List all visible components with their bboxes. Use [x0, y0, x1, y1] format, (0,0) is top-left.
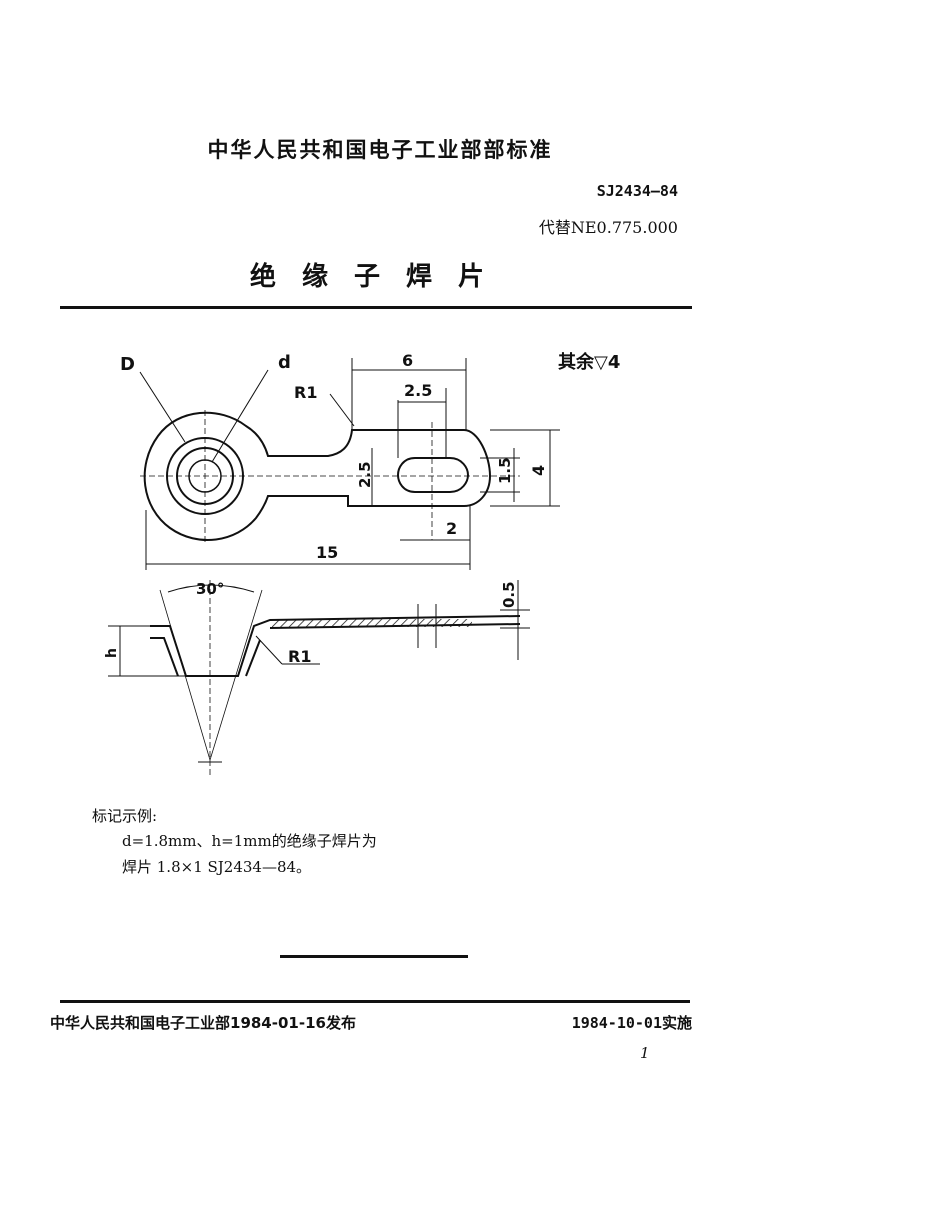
label-d: d [278, 352, 291, 373]
plan-dimensions [145, 358, 560, 570]
label-dim-0-5: 0.5 [500, 581, 518, 608]
label-dim-4: 4 [529, 465, 548, 476]
section-view [108, 580, 530, 775]
label-dim-30deg: 30° [196, 580, 224, 598]
document-title: 绝缘子焊片 [249, 262, 510, 292]
label-dim-6: 6 [402, 351, 413, 370]
slot-outline [396, 457, 470, 493]
label-dim-2-5-side: 2.5 [356, 461, 374, 488]
end-rule [280, 955, 468, 958]
page-number: 1 [640, 1044, 650, 1062]
label-dim-2-5-top: 2.5 [404, 381, 432, 400]
technical-drawing: D d R1 6 2.5 2.5 1.5 4 2 15 30° 0.5 h R1… [104, 351, 620, 775]
label-dim-2: 2 [446, 519, 457, 538]
standard-number: SJ2434—84 [596, 182, 678, 200]
label-dim-1-5: 1.5 [496, 457, 514, 484]
label-r1-bottom: R1 [288, 647, 311, 666]
roughness-note: 其余▽4 [558, 351, 620, 373]
marking-example-line2: 焊片 1.8×1 SJ2434—84。 [122, 858, 312, 876]
footer-rule [60, 1000, 690, 1003]
plan-view [139, 369, 520, 542]
title-rule [60, 306, 692, 309]
label-r1-top: R1 [294, 383, 317, 402]
label-D: D [120, 354, 135, 375]
issued-date: 中华人民共和国电子工业部1984-01-16发布 [50, 1014, 356, 1032]
label-dim-15: 15 [316, 543, 338, 562]
effective-date: 1984-10-01实施 [571, 1014, 692, 1032]
label-h: h [104, 648, 120, 658]
lug-outline [143, 411, 492, 541]
standard-body-heading: 中华人民共和国电子工业部部标准 [207, 138, 553, 162]
marking-example-line1: d=1.8mm、h=1mm的绝缘子焊片为 [122, 832, 377, 850]
hatched-strip [272, 619, 472, 627]
replaces-note: 代替NE0.775.000 [538, 218, 678, 237]
cup-section [150, 615, 521, 677]
marking-example-heading: 标记示例: [92, 807, 158, 825]
